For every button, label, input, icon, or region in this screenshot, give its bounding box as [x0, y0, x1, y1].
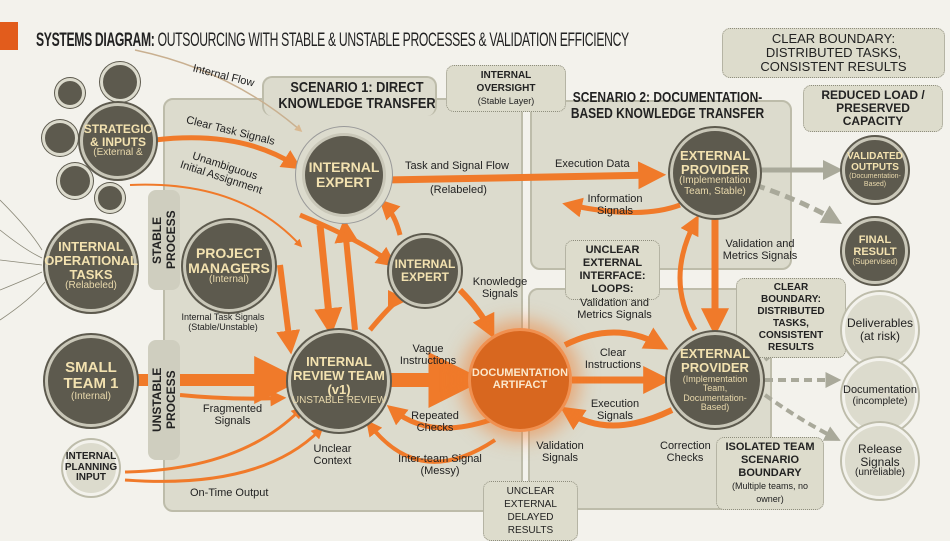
- label-validation-signals: Validation Signals: [536, 440, 584, 464]
- node-project-managers: PROJECT MANAGERS(Internal): [183, 220, 275, 312]
- validation-metrics-arrow: [563, 327, 669, 350]
- node-internal-review-team: INTERNAL REVIEW TEAM (v1)UNSTABLE REVIEW: [288, 330, 390, 432]
- satellite-node: [100, 62, 140, 102]
- stable-process-label: STABLE PROCESS: [148, 190, 180, 290]
- node-validated-outputs: VALIDATED OUTPUTS(Documentation-Based): [842, 137, 908, 203]
- unambiguous-arrow: [129, 183, 303, 248]
- node-operational-tasks: INTERNAL OPERATIONAL TASKS(Relabeled): [44, 220, 138, 312]
- flow-arrow: [276, 264, 301, 355]
- node-deliverables: Deliverables(at risk): [842, 292, 918, 368]
- node-documentation-artifact: DOCUMENTATION ARTIFACT: [468, 328, 572, 432]
- satellite-node: [95, 183, 125, 213]
- node-strategic-inputs: STRATEGIC & INPUTS(External &: [80, 103, 156, 179]
- clear-task-arrow: [154, 135, 302, 170]
- unstable-process-label: UNSTABLE PROCESS: [148, 340, 180, 460]
- node-planning-input: INTERNAL PLANNING INPUT: [63, 440, 119, 496]
- flow-arrow: [334, 218, 359, 331]
- fragmented-arrow: [179, 390, 287, 407]
- label-clear-instructions: Clear Instructions: [584, 347, 642, 371]
- scenario-2-title: SCENARIO 2: DOCUMENTATION-BASED KNOWLEDG…: [570, 89, 765, 122]
- label-task-signal: Task and Signal Flow: [405, 160, 509, 172]
- node-external-provider-1: EXTERNAL PROVIDER(Implementation Team, S…: [670, 128, 760, 218]
- on-time-arrow: [124, 426, 324, 483]
- execution-signals-arrow: [560, 406, 674, 430]
- label-unclear-context: Unclear Context: [313, 443, 352, 467]
- callout-top-right: CLEAR BOUNDARY: DISTRIBUTED TASKS, CONSI…: [722, 28, 945, 78]
- label-on-time: On-Time Output: [190, 487, 269, 499]
- validation-up-arrow: [677, 214, 699, 332]
- node-release-signals: Release Signals(unreliable): [842, 423, 918, 499]
- scenario-1-tab: [262, 76, 437, 116]
- repeated-checks-arrow: [386, 404, 491, 431]
- node-external-provider-2: EXTERNAL PROVIDER(Implementation Team, D…: [667, 332, 763, 428]
- flow-arrows: [0, 49, 843, 483]
- node-internal-expert-2: INTERNAL EXPERT: [389, 235, 461, 307]
- task-signal-arrow: [384, 161, 667, 190]
- satellite-node: [42, 120, 78, 156]
- label-information: Information Signals: [587, 193, 643, 217]
- label-validation-metrics-1: Validation and Metrics Signals: [722, 238, 798, 262]
- label-knowledge: Knowledge Signals: [472, 276, 528, 300]
- knowledge-arrow: [457, 287, 495, 339]
- satellite-node: [55, 78, 85, 108]
- input-lines: [0, 199, 46, 321]
- information-signals-arrow: [562, 197, 681, 218]
- label-repeated: Repeated Checks: [411, 410, 459, 434]
- label-fragmented: Fragmented Signals: [202, 403, 263, 427]
- label-execution-data: Execution Data: [555, 158, 630, 170]
- flow-arrow: [379, 199, 403, 236]
- page-title: SYSTEMS DIAGRAM: OUTSOURCING WITH STABLE…: [36, 30, 629, 51]
- label-internal-task: Internal Task Signals (Stable/Unstable): [181, 312, 265, 332]
- planning-arrow: [124, 406, 304, 474]
- satellite-node: [57, 163, 93, 199]
- callout-unclear-interface: UNCLEAR EXTERNAL INTERFACE: LOOPS:: [565, 240, 660, 300]
- internal-flow-arrow: [134, 49, 303, 132]
- label-vague: Vague Instructions: [399, 343, 457, 367]
- final-arrow: [754, 182, 842, 224]
- callout-reduced-load: REDUCED LOAD / PRESERVED CAPACITY: [803, 85, 943, 132]
- label-relabeled: (Relabeled): [430, 184, 487, 196]
- label-inter-team: Inter-team Signal (Messy): [398, 453, 482, 477]
- callout-unclear-delayed: UNCLEAR EXTERNAL DELAYED RESULTS: [483, 481, 578, 541]
- callout-isolated: ISOLATED TEAM SCENARIO BOUNDARY(Multiple…: [716, 437, 824, 510]
- node-internal-expert-1: INTERNAL EXPERT: [302, 133, 386, 217]
- inter-team-arrow: [366, 419, 497, 464]
- node-final-result: FINAL RESULT(Supervised): [842, 218, 908, 284]
- label-correction: Correction Checks: [660, 440, 711, 464]
- node-small-team: SMALL TEAM 1(Internal): [45, 335, 137, 427]
- callout-oversight: INTERNAL OVERSIGHT(Stable Layer): [446, 65, 566, 112]
- flow-arrow: [368, 290, 408, 332]
- label-validation-metrics-2: Validation and Metrics Signals: [577, 297, 652, 321]
- callout-clear-boundary: CLEAR BOUNDARY: DISTRIBUTED TASKS, CONSI…: [736, 278, 846, 358]
- scenario-1-title: SCENARIO 1: DIRECT KNOWLEDGE TRANSFER: [278, 79, 436, 112]
- flow-arrow: [314, 224, 343, 337]
- title-accent: [0, 22, 18, 50]
- release-arrow: [763, 393, 841, 441]
- flow-arrow: [299, 212, 397, 267]
- label-execution-signals: Execution Signals: [590, 398, 640, 422]
